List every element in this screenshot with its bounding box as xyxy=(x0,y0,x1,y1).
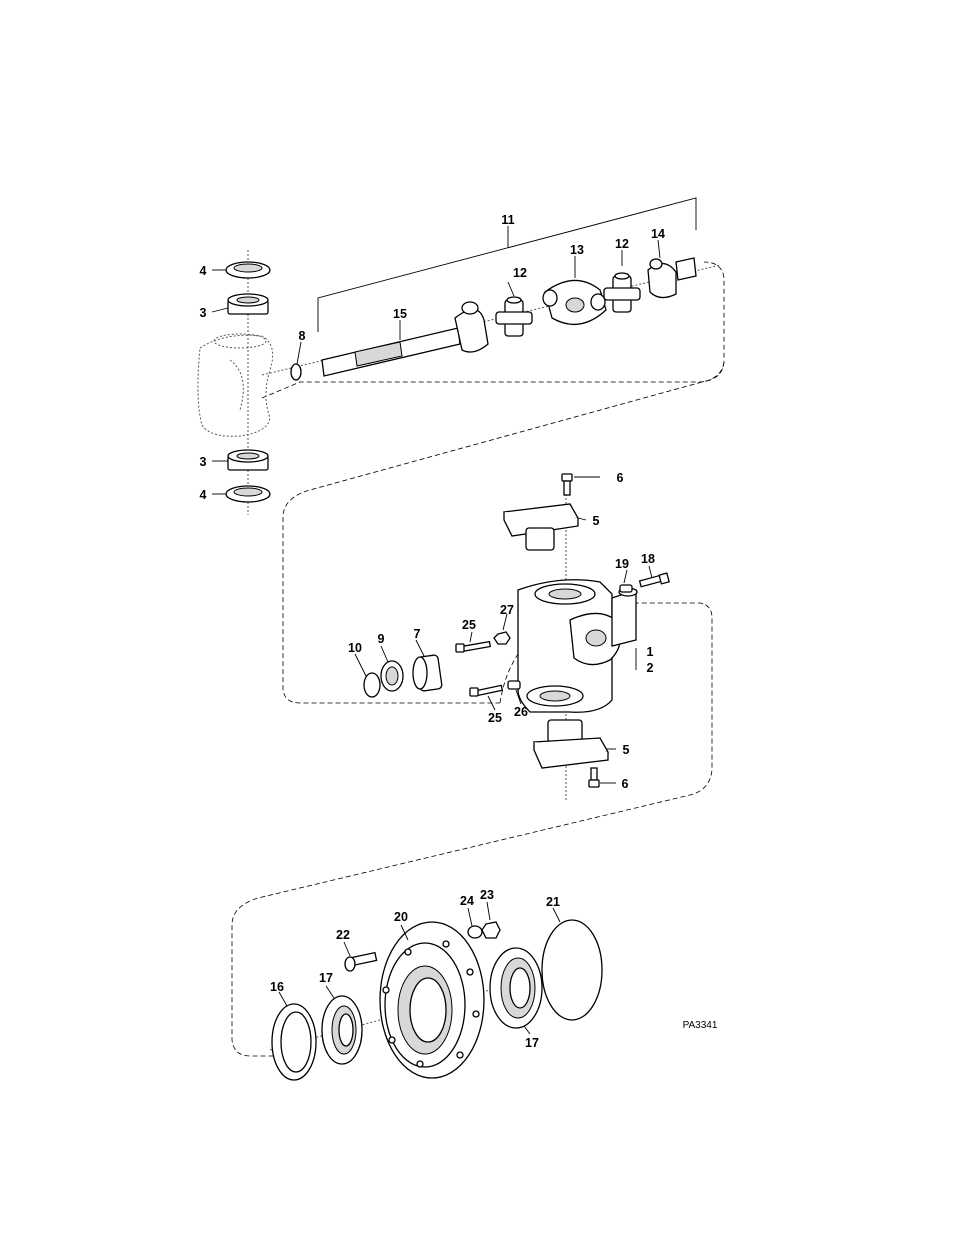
seal-4-lower xyxy=(226,486,270,502)
bearing-3-upper xyxy=(228,294,268,314)
callout-13: 13 xyxy=(570,243,584,257)
seal-4-upper xyxy=(226,262,270,278)
bolt-25-upper xyxy=(456,642,490,652)
hub-group xyxy=(270,920,602,1080)
o-ring-21 xyxy=(542,920,602,1020)
callout-19: 19 xyxy=(615,557,629,571)
bolt-25-lower xyxy=(470,685,502,696)
u-joint-cross-12-left xyxy=(496,297,532,336)
callout-1: 1 xyxy=(647,645,654,659)
callout-5-lower: 5 xyxy=(623,743,630,757)
callout-17-left: 17 xyxy=(319,971,333,985)
callout-5-upper: 5 xyxy=(593,514,600,528)
sleeve-26 xyxy=(508,681,520,689)
stub-shaft-14 xyxy=(648,258,696,298)
kingpin-cap-5-lower xyxy=(534,720,608,768)
callout-9: 9 xyxy=(378,632,385,646)
callout-20: 20 xyxy=(394,910,408,924)
nut-23 xyxy=(482,922,500,938)
callout-15: 15 xyxy=(393,307,407,321)
bolt-18 xyxy=(640,573,670,587)
seal-9 xyxy=(381,661,403,691)
callout-16: 16 xyxy=(270,980,284,994)
wheel-hub-20 xyxy=(380,922,484,1078)
callout-3-upper: 3 xyxy=(200,306,207,320)
callout-2: 2 xyxy=(647,661,654,675)
callout-8: 8 xyxy=(299,329,306,343)
callout-14: 14 xyxy=(651,227,665,241)
bushing-7 xyxy=(413,655,442,692)
knuckle-phantom-detail xyxy=(230,360,243,410)
callout-26: 26 xyxy=(514,705,528,719)
steering-knuckle-phantom xyxy=(198,335,273,436)
bolt-6-upper xyxy=(562,474,572,495)
nut-27 xyxy=(494,632,510,644)
callout-6-upper: 6 xyxy=(617,471,624,485)
callout-7: 7 xyxy=(414,627,421,641)
callout-17-right: 17 xyxy=(525,1036,539,1050)
steering-knuckle-1-2 xyxy=(518,580,637,712)
callout-23: 23 xyxy=(480,888,494,902)
kingpin-cap-5-upper xyxy=(504,504,578,550)
callout-18: 18 xyxy=(641,552,655,566)
snap-ring-8 xyxy=(291,364,301,380)
washer-24 xyxy=(468,926,482,938)
callout-22: 22 xyxy=(336,928,350,942)
callout-4-lower: 4 xyxy=(200,488,207,502)
pin-19 xyxy=(620,585,632,592)
callout-25-upper: 25 xyxy=(462,618,476,632)
bearing-17-left xyxy=(322,996,362,1064)
callout-4-upper: 4 xyxy=(200,264,207,278)
callout-10: 10 xyxy=(348,641,362,655)
callout-27: 27 xyxy=(500,603,514,617)
seal-16 xyxy=(272,1004,316,1080)
snap-ring-10 xyxy=(364,673,380,697)
drawing-code: PA3341 xyxy=(683,1020,718,1031)
callout-24: 24 xyxy=(460,894,474,908)
callout-12-left: 12 xyxy=(513,266,527,280)
bearing-17-right xyxy=(490,948,542,1028)
bolt-6-lower xyxy=(589,768,599,787)
callout-3-lower: 3 xyxy=(200,455,207,469)
callout-25-lower: 25 xyxy=(488,711,502,725)
bearing-3-lower xyxy=(228,450,268,470)
coupling-yoke-13 xyxy=(543,280,606,324)
callout-6-lower: 6 xyxy=(622,777,629,791)
callout-11: 11 xyxy=(501,213,514,227)
u-joint-cross-12-right xyxy=(604,273,640,312)
callout-21: 21 xyxy=(546,895,560,909)
callout-12-right: 12 xyxy=(615,237,629,251)
axle-shaft-group xyxy=(198,198,724,703)
